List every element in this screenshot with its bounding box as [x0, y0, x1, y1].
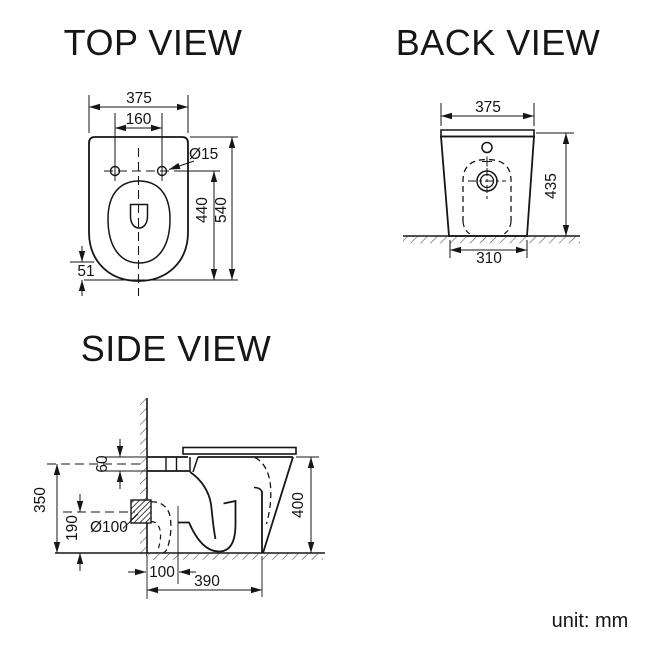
side-wall-hatch — [140, 398, 147, 554]
back-ground-hatch — [403, 236, 580, 244]
dim-side-depth: 390 — [194, 573, 220, 590]
back-body-outline — [440, 135, 535, 237]
side-inlet-pipe-joints — [165, 457, 178, 471]
side-bowl-back-curve — [189, 471, 217, 540]
back-center-mark — [482, 156, 492, 167]
unit-label: unit: mm — [552, 610, 629, 632]
top-hole-leader — [168, 160, 195, 170]
side-inlet-pipe — [147, 456, 190, 472]
side-hidden-front-inner — [254, 456, 272, 525]
dim-back-width: 375 — [475, 99, 501, 116]
dim-top-depth: 540 — [213, 197, 230, 223]
dim-side-inlet-center-height: 350 — [32, 487, 49, 513]
dim-top-hole-diameter: Ø15 — [189, 146, 218, 163]
dim-back-base-width: 310 — [476, 250, 502, 267]
side-front-slant — [262, 456, 294, 554]
dim-side-inlet-height: 60 — [94, 455, 111, 473]
side-foot-top-curve — [253, 486, 263, 493]
dim-top-front-offset: 51 — [77, 263, 94, 280]
top-flush-valve — [129, 203, 149, 229]
back-inlet-hole — [481, 141, 493, 154]
side-ext-verticals — [146, 456, 319, 599]
top-view: 375 160 Ø15 540 440 51 — [70, 90, 238, 296]
dim-side-bowl-height: 400 — [290, 492, 307, 518]
side-seat-lid — [182, 446, 297, 455]
dim-top-hole-spacing: 160 — [126, 111, 152, 128]
back-outlet-crosshair — [468, 168, 506, 200]
top-view-title: TOP VIEW — [64, 22, 243, 63]
side-floor-hatch — [147, 553, 323, 560]
back-rim-band — [440, 129, 535, 138]
dim-side-outlet-diameter: Ø100 — [90, 519, 128, 536]
top-ext-lines — [70, 95, 238, 281]
back-hidden-trap-feet — [462, 221, 512, 236]
side-hidden-trap-outer — [150, 501, 172, 554]
side-trap-curve — [178, 499, 237, 553]
dim-side-trap-offset: 100 — [149, 564, 175, 581]
back-view-title: BACK VIEW — [396, 22, 601, 63]
side-outlet-pipe-section — [130, 499, 152, 524]
side-seat-hinge — [189, 456, 199, 473]
dim-back-height: 435 — [543, 173, 560, 199]
side-view-title: SIDE VIEW — [81, 328, 272, 369]
side-hidden-trap-inner — [150, 520, 162, 554]
back-view: 375 435 310 — [403, 99, 580, 267]
dim-top-width: 375 — [126, 90, 152, 107]
dim-side-outlet-center-height: 190 — [64, 515, 81, 541]
dim-top-holes-to-front: 440 — [194, 197, 211, 223]
side-view: 60 350 190 Ø100 100 390 400 — [32, 398, 325, 599]
side-outlet-leader — [122, 513, 139, 529]
